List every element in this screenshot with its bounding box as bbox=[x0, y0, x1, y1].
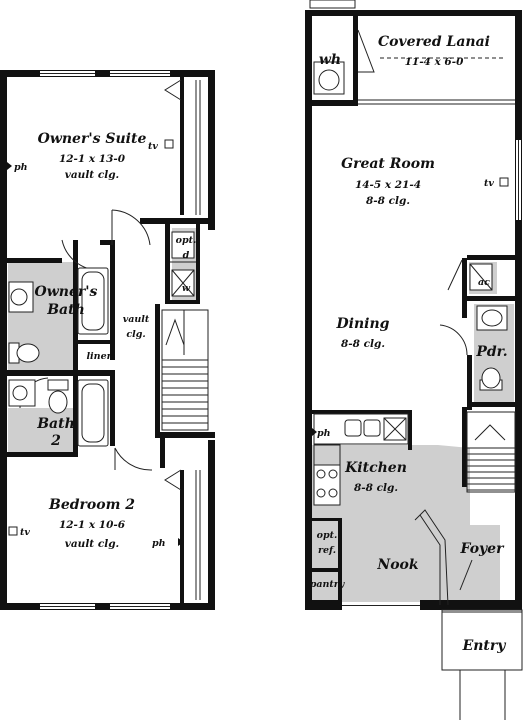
bath2-line2: 2 bbox=[50, 433, 61, 449]
nook-label: Nook bbox=[376, 557, 418, 573]
laundry-line2: d bbox=[183, 250, 190, 261]
ph-label-bed2: ph bbox=[152, 538, 166, 549]
upper-floor-walls bbox=[0, 70, 215, 610]
wh-label: wh bbox=[319, 52, 341, 68]
pantry-label: pantry bbox=[310, 579, 346, 590]
room-labels: Owner's Suite 12-1 x 13-0 vault clg. ph … bbox=[14, 34, 508, 654]
linen-label: linen bbox=[86, 351, 113, 362]
great-room-dims: 14-5 x 21-4 bbox=[355, 179, 421, 191]
upper-stairs bbox=[161, 309, 209, 431]
tv-label-bed2: tv bbox=[20, 527, 30, 538]
owners-suite-name: Owner's Suite bbox=[38, 131, 147, 147]
foyer-label: Foyer bbox=[460, 541, 506, 557]
vault-line2: clg. bbox=[126, 329, 145, 340]
main-fixtures bbox=[309, 0, 508, 606]
owners-bath-line1: Owner's bbox=[35, 284, 98, 300]
opt-ref-line1: opt. bbox=[317, 530, 338, 541]
upper-fixtures bbox=[8, 231, 195, 447]
dining-note: 8-8 clg. bbox=[341, 338, 385, 350]
bedroom2-name: Bedroom 2 bbox=[48, 497, 135, 513]
great-room-name: Great Room bbox=[341, 156, 435, 172]
kitchen-floor bbox=[308, 445, 500, 602]
markers bbox=[7, 139, 509, 546]
tv-label-great: tv bbox=[484, 178, 494, 189]
upper-doors bbox=[19, 79, 182, 491]
kitchen-name: Kitchen bbox=[344, 460, 407, 476]
covered-lanai-name: Covered Lanai bbox=[378, 34, 490, 50]
bedroom2-note: vault clg. bbox=[65, 538, 119, 550]
covered-lanai-dims: 11-4 x 6-0 bbox=[405, 56, 465, 68]
main-stairs bbox=[466, 411, 516, 493]
entry-label: Entry bbox=[462, 638, 507, 654]
ph-label-kitchen: ph bbox=[317, 428, 331, 439]
bath2-line1: Bath bbox=[36, 416, 75, 432]
bedroom2-dims: 12-1 x 10-6 bbox=[59, 519, 126, 531]
laundry-line1: opt. bbox=[176, 235, 197, 246]
dining-name: Dining bbox=[336, 316, 390, 332]
kitchen-note: 8-8 clg. bbox=[354, 482, 398, 494]
vault-line1: vault bbox=[123, 314, 150, 325]
main-floor-walls bbox=[305, 10, 523, 720]
bath2-floor bbox=[8, 408, 75, 452]
laundry-line3: w bbox=[182, 283, 191, 294]
owners-suite-dims: 12-1 x 13-0 bbox=[59, 153, 126, 165]
ph-label-suite: ph bbox=[14, 162, 28, 173]
opt-ref-line2: ref. bbox=[318, 545, 336, 556]
owners-bath-line2: Bath bbox=[46, 302, 85, 318]
pdr-label: Pdr. bbox=[475, 344, 507, 360]
great-room-note: 8-8 clg. bbox=[366, 195, 410, 207]
owners-suite-note: vault clg. bbox=[65, 169, 119, 181]
ac-label: ac bbox=[478, 277, 490, 288]
tv-label-suite: tv bbox=[148, 141, 158, 152]
